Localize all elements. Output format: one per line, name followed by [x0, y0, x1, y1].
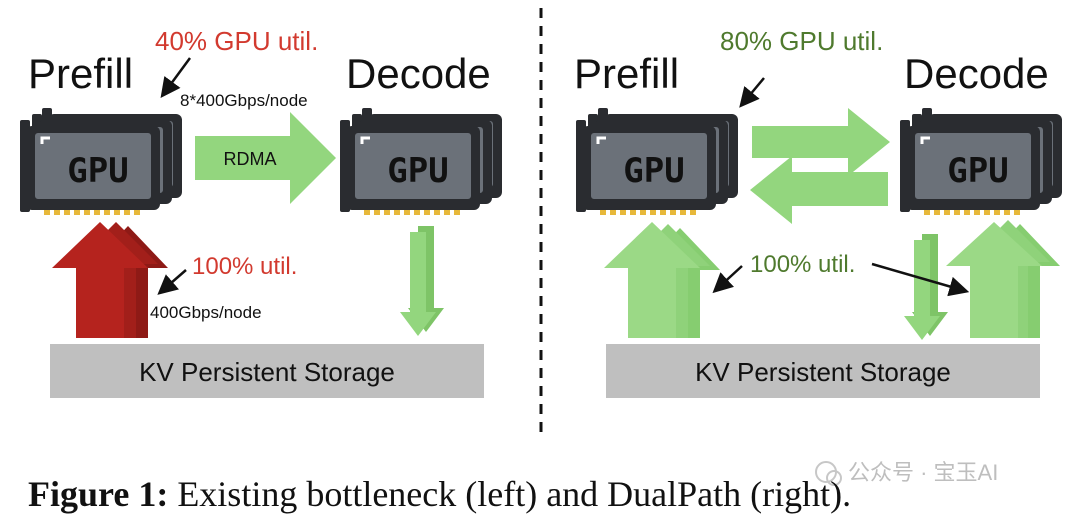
right-gpu-util-pointer [739, 77, 765, 108]
left-storage-read-arrows [52, 222, 168, 338]
right-panel: 80% GPU util. Prefill Decode GPU GPU [574, 26, 1064, 398]
right-prefill-read-arrows [604, 222, 720, 338]
right-bidirectional-arrows [750, 108, 890, 224]
right-storage-box [606, 344, 1040, 398]
right-prefill-gpu-stack: GPU [574, 106, 740, 217]
right-storage-util-label: 100% util. [750, 251, 855, 278]
watermark: 公众号 · 宝玉AI [815, 460, 998, 486]
left-link-speed-label: 8*400Gbps/node [180, 91, 308, 110]
right-decode-read-arrows [946, 220, 1060, 338]
right-storage-label: KV Persistent Storage [695, 357, 951, 387]
right-prefill-title: Prefill [574, 50, 679, 97]
left-decode-write-arrows [400, 226, 444, 336]
caption-text: Existing bottleneck (left) and DualPath … [168, 474, 851, 514]
right-decode-title: Decode [904, 50, 1049, 97]
left-prefill-gpu-stack: GPU [18, 106, 184, 217]
right-decode-gpu-label: GPU [947, 151, 1008, 191]
left-storage-speed-label: 400Gbps/node [150, 303, 262, 322]
watermark-text: 公众号 · 宝玉AI [848, 460, 998, 485]
right-decode-write-arrows [904, 234, 948, 340]
left-rdma-label: RDMA [224, 149, 277, 169]
left-panel: 40% GPU util. Prefill Decode 8*400Gbps/n… [18, 26, 504, 398]
left-storage-util-pointer [157, 269, 187, 295]
right-decode-util-pointer [871, 262, 970, 297]
left-gpu-util-label: 40% GPU util. [155, 26, 318, 56]
wechat-icon-inner [826, 470, 842, 486]
caption-bold: Figure 1: [28, 474, 168, 514]
left-storage-label: KV Persistent Storage [139, 357, 395, 387]
left-prefill-title: Prefill [28, 50, 133, 97]
left-prefill-gpu-label: GPU [67, 151, 128, 191]
left-storage-util-label: 100% util. [192, 253, 297, 280]
right-gpu-util-label: 80% GPU util. [720, 26, 883, 56]
left-gpu-util-pointer [160, 57, 192, 99]
right-decode-gpu-stack: GPU [898, 106, 1064, 217]
left-rdma-arrow: RDMA [195, 112, 336, 204]
left-decode-gpu-stack: GPU [338, 106, 504, 217]
figure-caption: Figure 1: Existing bottleneck (left) and… [28, 474, 851, 514]
right-prefill-util-pointer [712, 265, 743, 294]
left-storage-box [50, 344, 484, 398]
left-decode-title: Decode [346, 50, 491, 97]
right-prefill-gpu-label: GPU [623, 151, 684, 191]
left-decode-gpu-label: GPU [387, 151, 448, 191]
